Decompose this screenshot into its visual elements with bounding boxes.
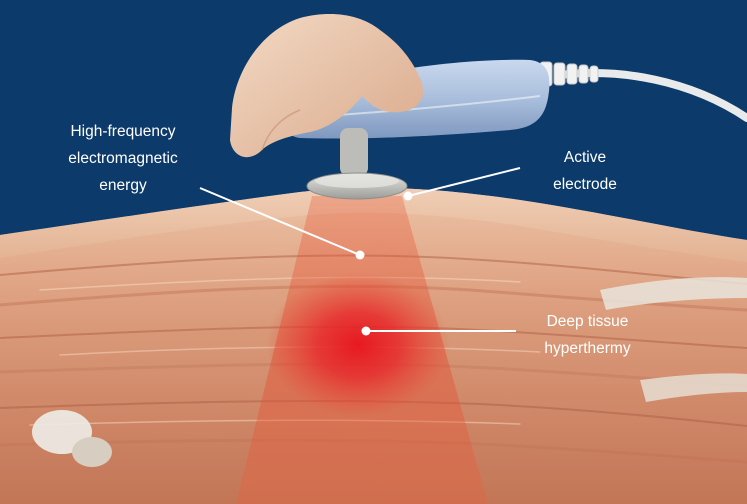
label-electromagnetic-energy: High-frequency electromagnetic energy <box>28 118 218 199</box>
label-energy-line-3: energy <box>28 172 218 199</box>
label-energy-line-1: High-frequency <box>28 118 218 145</box>
heat-zone <box>266 273 450 417</box>
label-energy-line-2: electromagnetic <box>28 145 218 172</box>
electrode-stem <box>340 128 368 176</box>
label-hyper-line-1: Deep tissue <box>500 308 675 335</box>
label-hyper-line-2: hyperthermy <box>500 335 675 362</box>
callout-dot-hyperthermy <box>362 327 371 336</box>
label-electrode-line-2: electrode <box>530 171 640 198</box>
label-electrode-line-1: Active <box>530 144 640 171</box>
callout-dot-energy <box>356 251 365 260</box>
callout-line-electrode <box>408 168 520 196</box>
label-deep-tissue-hyperthermy: Deep tissue hyperthermy <box>500 308 675 362</box>
label-active-electrode: Active electrode <box>530 144 640 198</box>
callout-dot-electrode <box>404 192 413 201</box>
